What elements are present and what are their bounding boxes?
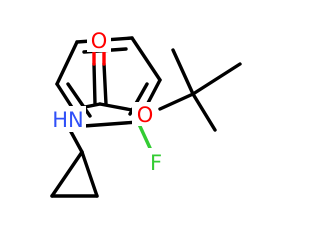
cyclopropane-bond xyxy=(50,150,84,198)
molecule-structure-diagram: O O HN F xyxy=(50,28,242,198)
fluorine-label: F xyxy=(150,151,162,175)
ester-to-quaternary-bond xyxy=(158,92,195,111)
carbonyl-group xyxy=(68,48,134,112)
methyl-bond xyxy=(171,48,195,96)
label-background xyxy=(145,148,167,174)
fluorine-bond xyxy=(136,120,152,150)
ring-double-bond xyxy=(66,82,92,118)
ring-bond xyxy=(55,40,79,86)
carbonyl-carbon-bond xyxy=(92,62,97,106)
nitrogen-cyclopropyl-bond xyxy=(68,128,84,154)
ring-bond xyxy=(82,120,140,128)
methyl-bond xyxy=(191,92,217,132)
methyl-bond xyxy=(191,62,242,96)
tert-butyl-group xyxy=(158,48,242,132)
label-background xyxy=(132,102,158,126)
label-background xyxy=(87,28,111,52)
cyclopropane-ring xyxy=(50,150,99,198)
nitrogen-label: HN xyxy=(52,108,84,132)
ring-bond xyxy=(130,36,162,82)
carbonyl-carbon-bond xyxy=(102,62,108,106)
ester-oxygen-label: O xyxy=(137,103,154,127)
label-background xyxy=(50,106,86,132)
carbonyl-oxygen-label: O xyxy=(91,29,108,53)
carbonyl-to-ester-bond xyxy=(98,102,134,112)
cyclopropane-bond xyxy=(80,150,99,198)
